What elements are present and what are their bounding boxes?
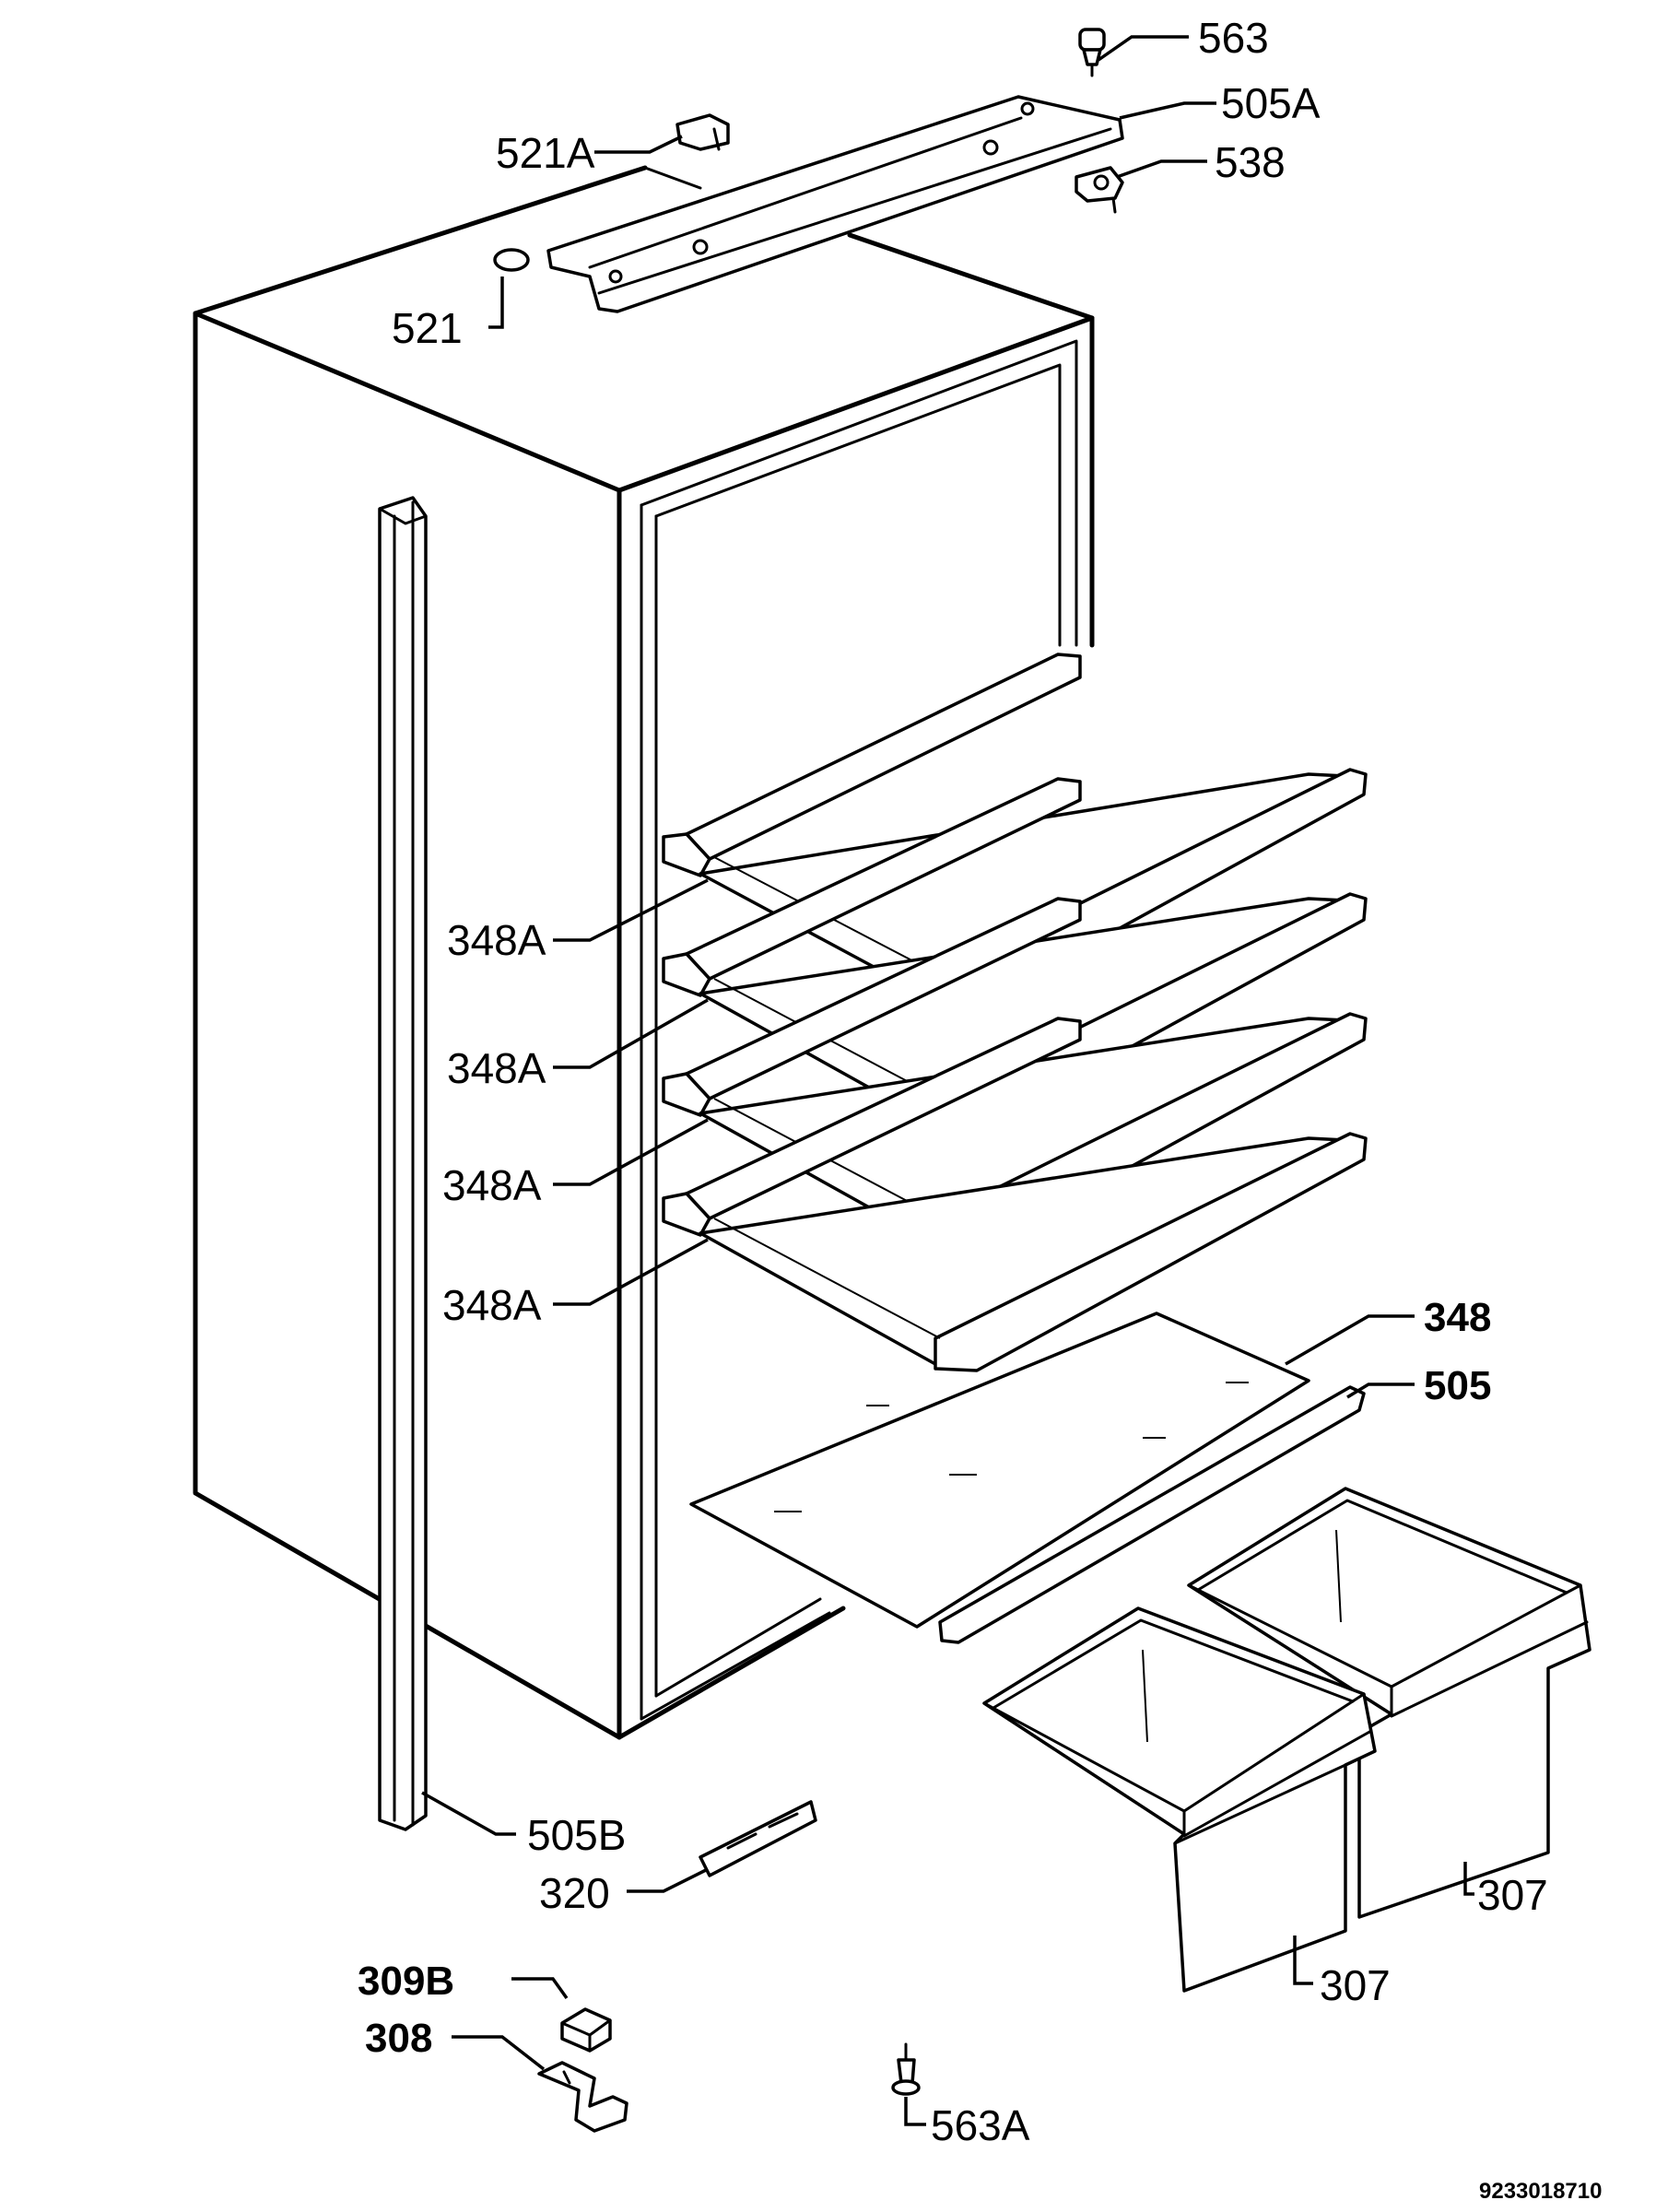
glass-shelf-front-strip	[938, 1385, 1366, 1644]
label-538: 538	[1215, 138, 1286, 186]
cover-cap-521a	[675, 113, 730, 151]
label-563: 563	[1198, 14, 1269, 62]
label-308: 308	[365, 2016, 432, 2061]
vent-grille-320	[699, 1800, 817, 1877]
label-348a-2: 348A	[447, 1044, 546, 1092]
hinge-pin-563	[1078, 28, 1106, 77]
label-348a-3: 348A	[442, 1161, 542, 1209]
label-307-right: 307	[1477, 1871, 1548, 1919]
cover-plug-521	[493, 248, 530, 272]
label-309b: 309B	[358, 1959, 454, 2004]
glass-shelf	[689, 1312, 1310, 1629]
label-505b: 505B	[527, 1811, 626, 1859]
label-307-left: 307	[1320, 1961, 1391, 2009]
door-seal-strip	[378, 496, 428, 1831]
bracket-308	[537, 2061, 628, 2133]
door-stop-309b	[560, 2007, 612, 2053]
label-505a: 505A	[1221, 79, 1321, 127]
label-348: 348	[1424, 1295, 1491, 1340]
top-hinge-bracket	[546, 95, 1124, 313]
adjustable-foot-563a	[891, 2042, 921, 2096]
drawing-number: 9233018710	[1479, 2179, 1602, 2204]
hinge-cap-538	[1075, 166, 1124, 214]
cabinet	[193, 165, 1095, 1740]
label-348a-4: 348A	[442, 1281, 542, 1329]
label-521: 521	[392, 304, 463, 352]
label-505: 505	[1424, 1363, 1491, 1408]
leader-lines	[421, 35, 1474, 2126]
crisper-drawer-left	[982, 1606, 1377, 1993]
label-348a-1: 348A	[447, 916, 546, 964]
label-521a: 521A	[496, 129, 595, 177]
label-320: 320	[539, 1869, 610, 1917]
crisper-drawer-right	[1187, 1487, 1591, 1919]
shelf-4	[662, 1017, 1368, 1372]
label-563a: 563A	[931, 2101, 1030, 2149]
